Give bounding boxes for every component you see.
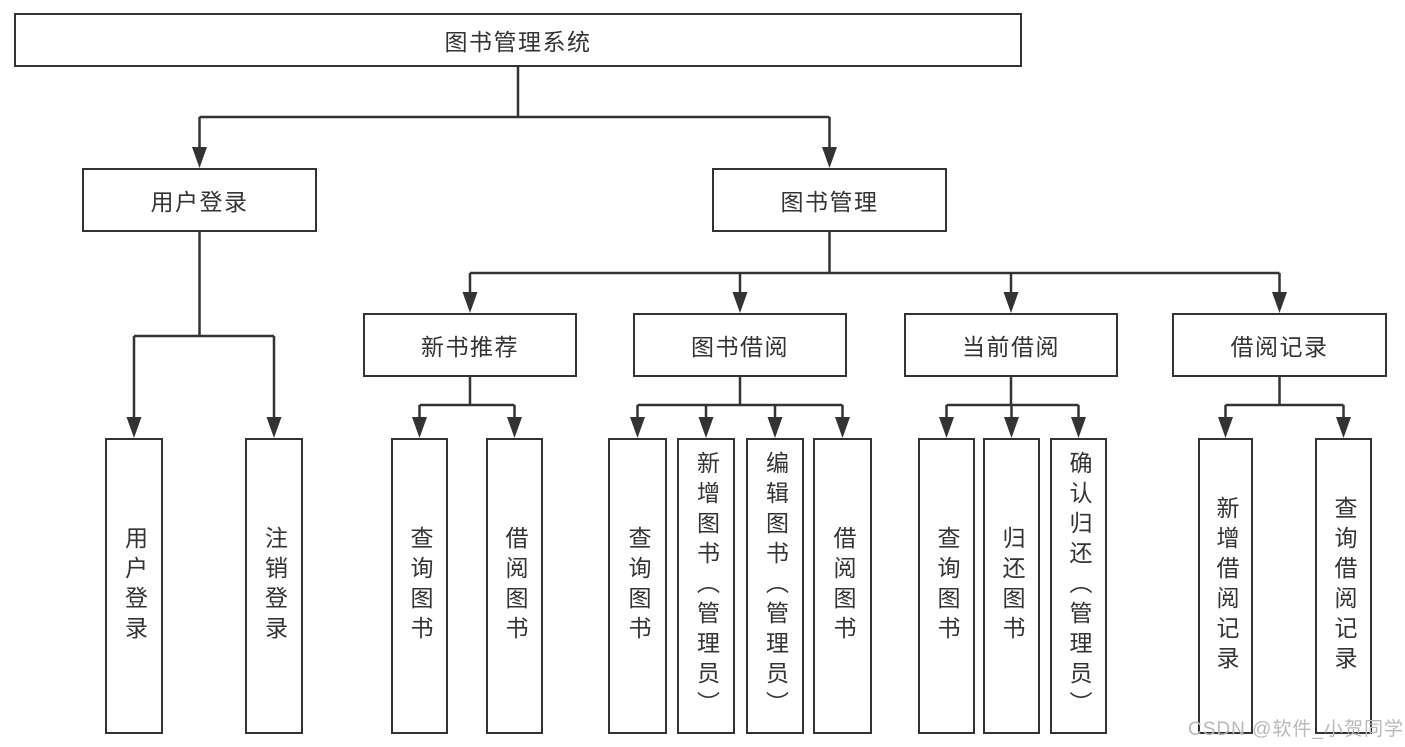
leaf-edit-books-admin-label: 编辑图书（管理员） (762, 451, 789, 721)
csdn-watermark: CSDN @软件_小贺同学 (1188, 719, 1404, 740)
leaf-query-books-borrowing-label: 查询图书 (625, 526, 651, 646)
leaf-query-books-borrowing: 查询图书 (608, 438, 667, 734)
leaf-borrow-books: 借阅图书 (813, 438, 872, 734)
leaf-logout: 注销登录 (245, 438, 303, 734)
arrowhead-icons (126, 147, 1351, 438)
leaf-query-books-current-label: 查询图书 (934, 526, 960, 646)
leaf-add-books-admin-label: 新增图书（管理员） (693, 451, 720, 721)
leaf-confirm-return-admin-label: 确认归还（管理员） (1066, 451, 1092, 721)
leaf-add-books-admin: 新增图书（管理员） (677, 438, 735, 734)
leaf-query-books-recommend-label: 查询图书 (407, 526, 433, 646)
leaf-add-borrow-record-label: 新增借阅记录 (1213, 496, 1239, 676)
connector-paths (132, 67, 1345, 420)
leaf-borrow-books-label: 借阅图书 (830, 526, 856, 646)
node-new-book-recommend-label: 新书推荐 (421, 334, 519, 360)
leaf-user-login: 用户登录 (105, 438, 163, 734)
node-new-book-recommend: 新书推荐 (363, 313, 577, 377)
leaf-logout-label: 注销登录 (261, 526, 288, 646)
node-current-borrowing-label: 当前借阅 (962, 334, 1060, 360)
node-root-library-system: 图书管理系统 (14, 13, 1022, 67)
node-book-management-label: 图书管理 (780, 189, 879, 215)
node-book-management: 图书管理 (712, 168, 947, 232)
node-borrowing-records-label: 借阅记录 (1230, 334, 1329, 360)
leaf-borrow-books-recommend-label: 借阅图书 (502, 526, 528, 646)
leaf-query-borrow-record: 查询借阅记录 (1315, 438, 1372, 734)
leaf-query-borrow-record-label: 查询借阅记录 (1331, 496, 1357, 676)
leaf-borrow-books-recommend: 借阅图书 (486, 438, 543, 734)
leaf-user-login-label: 用户登录 (121, 526, 148, 646)
node-book-borrowing-label: 图书借阅 (691, 334, 789, 360)
leaf-add-borrow-record: 新增借阅记录 (1198, 438, 1253, 734)
leaf-return-books: 归还图书 (983, 438, 1040, 734)
leaf-return-books-label: 归还图书 (999, 526, 1025, 646)
leaf-query-books-current: 查询图书 (918, 438, 975, 734)
leaf-edit-books-admin: 编辑图书（管理员） (746, 438, 804, 734)
leaf-confirm-return-admin: 确认归还（管理员） (1050, 438, 1107, 734)
node-user-login-label: 用户登录 (150, 189, 249, 215)
node-book-borrowing: 图书借阅 (633, 313, 847, 377)
node-root-label: 图书管理系统 (444, 29, 592, 55)
leaf-query-books-recommend: 查询图书 (391, 438, 448, 734)
node-current-borrowing: 当前借阅 (904, 313, 1118, 377)
node-user-login: 用户登录 (82, 168, 317, 232)
node-borrowing-records: 借阅记录 (1172, 313, 1387, 377)
